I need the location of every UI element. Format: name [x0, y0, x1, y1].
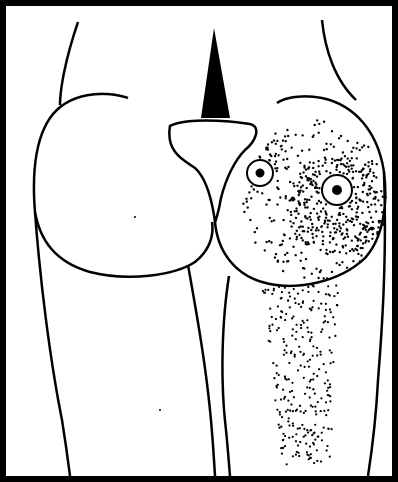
referred-pain-thigh	[262, 284, 339, 465]
thigh-inner-right	[222, 276, 230, 476]
trigger-point-lower	[322, 175, 352, 205]
right-hip-contour	[322, 20, 356, 100]
sacral-shape	[169, 121, 256, 223]
thigh-inner-left	[188, 265, 215, 476]
trigger-point-upper	[247, 160, 273, 186]
gluteal-cleft	[201, 28, 230, 118]
referred-pain-buttock	[242, 119, 387, 279]
left-hip-contour	[60, 22, 78, 105]
stray-mark	[159, 409, 161, 411]
stray-mark	[134, 216, 136, 218]
